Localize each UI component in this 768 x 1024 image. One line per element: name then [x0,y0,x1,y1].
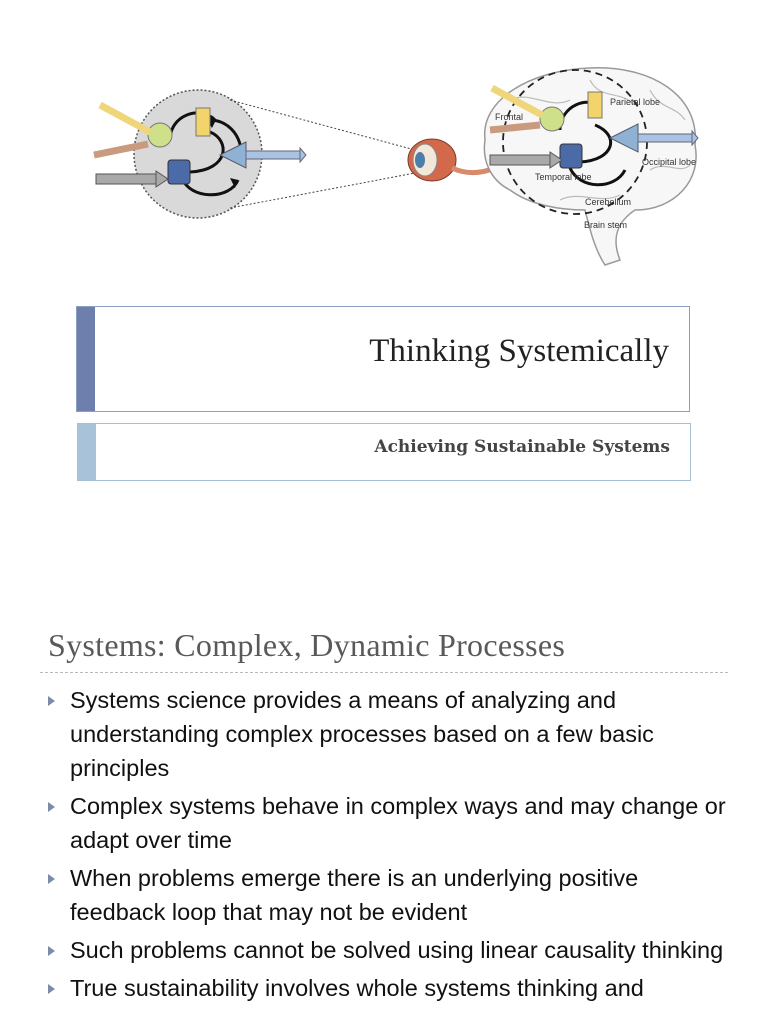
bullet-item: Systems science provides a means of anal… [46,683,736,785]
bullet-text: Such problems cannot be solved using lin… [70,937,724,963]
subtitle-accent-bar [78,424,96,480]
bullet-item: When problems emerge there is an underly… [46,861,736,929]
bullet-text: Complex systems behave in complex ways a… [70,793,726,853]
slide2-heading: Systems: Complex, Dynamic Processes [48,627,566,663]
heading-divider [40,672,728,673]
label-brain-stem: Brain stem [584,220,627,230]
subtitle-box: Achieving Sustainable Systems [77,423,691,481]
bullet-arrow-icon [48,696,55,706]
system-diagram [93,89,307,219]
title-accent-bar [77,307,95,411]
slide-title: Thinking Systemically [369,333,669,369]
bullet-arrow-icon [48,874,55,884]
bullet-list: Systems science provides a means of anal… [46,683,736,1009]
bullet-text: Systems science provides a means of anal… [70,687,654,781]
title-box: Thinking Systemically [76,306,690,412]
slide-subtitle: Achieving Sustainable Systems [374,437,670,457]
brain-diagram: Frontal Parietal lobe Temporal lobe Occi… [483,67,699,266]
bullet-item: True sustainability involves whole syste… [46,971,736,1005]
bullet-arrow-icon [48,802,55,812]
bullet-item: Such problems cannot be solved using lin… [46,933,736,967]
bullet-item: Complex systems behave in complex ways a… [46,789,736,857]
eye-icon [407,138,496,182]
projection-line-bottom [229,172,416,209]
label-cerebellum: Cerebellum [585,197,631,207]
label-parietal: Parietal lobe [610,97,660,107]
bullet-text: True sustainability involves whole syste… [70,975,644,1001]
systems-brain-illustration: Frontal Parietal lobe Temporal lobe Occi… [93,67,699,266]
bullet-arrow-icon [48,946,55,956]
bullet-arrow-icon [48,984,55,994]
label-occipital: Occipital lobe [642,157,696,167]
bullet-text: When problems emerge there is an underly… [70,865,639,925]
label-frontal: Frontal [495,112,523,122]
label-temporal: Temporal lobe [535,172,592,182]
